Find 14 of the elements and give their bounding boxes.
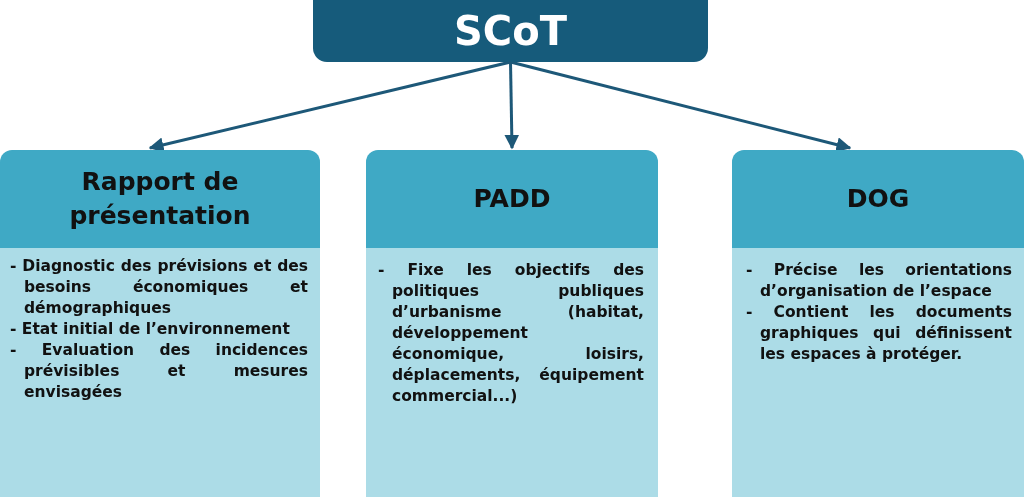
arrow: [148, 60, 511, 153]
bullet-item: - Evaluation des incidences prévisibles et mesures envisagées: [10, 340, 308, 403]
header-text: PADD: [472, 183, 552, 216]
bullet-item: - Précise les orientations d’organisation de l’espace: [746, 260, 1012, 302]
bullet-item: - Fixe les objectifs des politiques publiques d’urbanisme (habitat, développement économique, loisirs, déplacements, équipement commercial...): [378, 260, 644, 407]
title-box: [313, 0, 708, 62]
bullet-item: - Etat initial de l’environnement: [10, 319, 291, 340]
title-text: SCoT: [454, 8, 567, 54]
arrow: [504, 61, 520, 150]
arrow: [510, 60, 852, 152]
bullet-item: - Diagnostic des prévisions et des besoins économiques et démographiques: [10, 256, 308, 319]
header-text: Rapport de présentation: [68, 166, 252, 232]
header-text: DOG: [845, 183, 911, 216]
bullet-item: - Contient les documents graphiques qui définissent les espaces à protéger.: [746, 302, 1012, 365]
